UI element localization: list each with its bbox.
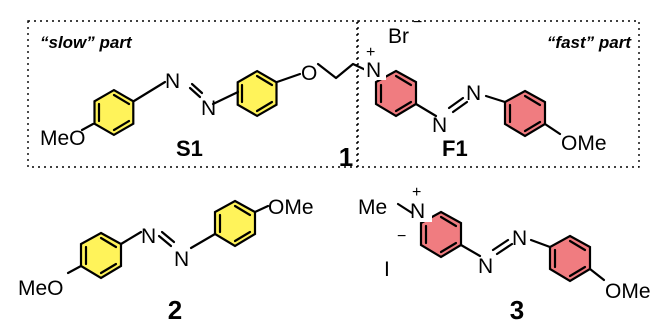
pyridinium-nitrogen: N <box>366 59 381 82</box>
fast-part-label: “fast” part <box>547 33 632 52</box>
nitrogen-atom: N <box>141 225 156 248</box>
compound-2: N N MeO OMe <box>18 196 314 300</box>
azo-linkage <box>414 94 562 136</box>
ring-nitrogen-knockout <box>408 198 432 222</box>
benzene-ring-yellow <box>236 69 278 118</box>
azo-linkage <box>80 62 372 132</box>
compound-1-slow-part: N N MeO O <box>40 62 372 150</box>
ring-inner-bonds <box>508 94 542 133</box>
compound-3: N Me + − I N N OMe <box>358 184 651 303</box>
ring-nitrogen-knockout <box>364 56 386 80</box>
nitrogen-atom: N <box>432 114 447 137</box>
ring-inner-bonds <box>218 204 252 243</box>
positive-charge: + <box>412 184 421 201</box>
azo-linkage <box>66 204 270 275</box>
compound-label-f1: F1 <box>442 136 468 161</box>
ether-oxygen: O <box>301 62 317 85</box>
ring-inner-bonds <box>424 215 458 254</box>
ring-inner-bonds <box>379 74 413 113</box>
ring-inner-bonds <box>553 239 587 278</box>
nitrogen-atom: N <box>478 255 493 278</box>
negative-charge: − <box>413 14 422 31</box>
nitrogen-atom: N <box>512 227 527 250</box>
pyridinium-nitrogen: N <box>410 200 425 223</box>
benzene-ring-yellow <box>93 88 135 137</box>
ring-inner-bonds <box>240 74 274 113</box>
compound-label-2: 2 <box>168 295 182 325</box>
slow-part-label: “slow” part <box>40 33 133 52</box>
positive-charge: + <box>366 44 375 61</box>
methoxy-group: OMe <box>561 132 607 155</box>
nitrogen-atom: N <box>466 82 481 105</box>
ring-inner-bonds <box>97 93 131 132</box>
methoxy-group: OMe <box>605 280 651 303</box>
methyl-group: Me <box>358 196 387 219</box>
negative-charge: − <box>397 228 406 245</box>
compound-label-s1: S1 <box>176 136 203 161</box>
nitrogen-atom: N <box>174 248 189 271</box>
ring-inner-bonds <box>84 236 118 275</box>
methoxy-group: MeO <box>40 127 86 150</box>
n-methyl-bond <box>396 202 414 215</box>
compound-label-3: 3 <box>510 295 524 325</box>
nitrogen-atom: N <box>165 70 180 93</box>
fast-part-frame <box>357 20 640 168</box>
methoxy-group: OMe <box>268 196 314 219</box>
compound-1-fast-part: N + Br − N N OMe <box>364 14 607 155</box>
iodide-counterion: I <box>384 258 390 281</box>
azo-linkage <box>459 238 606 282</box>
compound-label-1: 1 <box>339 142 353 172</box>
slow-part-frame <box>27 20 358 168</box>
bromide-counterion: Br <box>388 25 409 48</box>
methoxy-group: MeO <box>18 277 64 300</box>
nitrogen-atom: N <box>201 97 216 120</box>
